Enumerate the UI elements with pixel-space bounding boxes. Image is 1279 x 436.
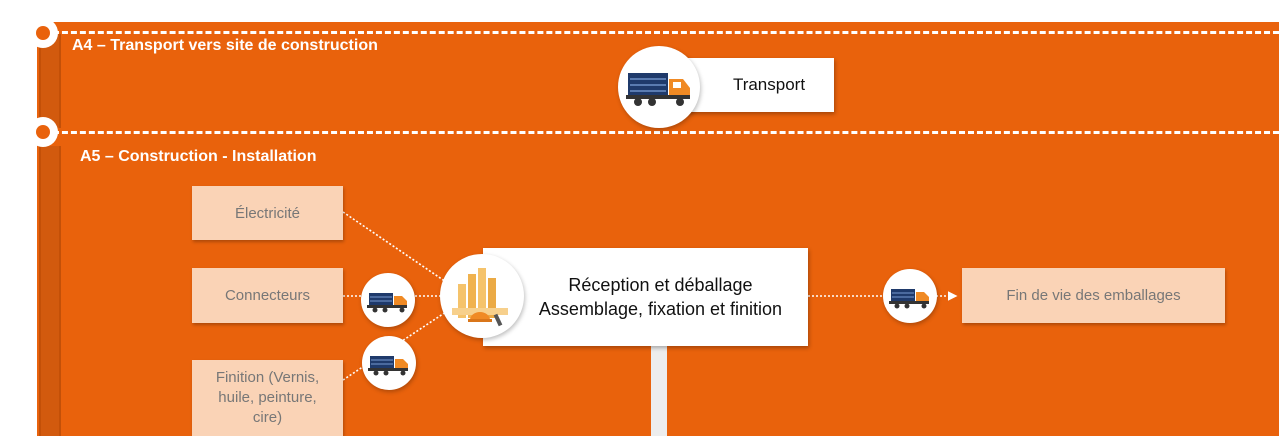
output-fin-de-vie-label: Fin de vie des emballages — [1006, 287, 1181, 304]
section-a5-divider — [44, 131, 1279, 134]
timeline-rail-a4 — [39, 34, 61, 128]
section-a5-title: A5 – Construction - Installation — [80, 148, 317, 165]
truck-icon-connecteurs — [361, 273, 415, 327]
input-connecteurs-label: Connecteurs — [224, 287, 311, 304]
truck-icon-output — [883, 269, 937, 323]
section-a4-divider — [44, 31, 1279, 34]
main-step-box: Réception et déballage Assemblage, fixat… — [483, 248, 808, 346]
main-step-line2: Assemblage, fixation et finition — [538, 299, 783, 319]
output-fin-de-vie: Fin de vie des emballages — [962, 268, 1225, 323]
input-finition-label: Finition (Vernis, huile, peinture, cire) — [215, 369, 320, 426]
transport-step-label: Transport — [732, 75, 806, 94]
truck-icon — [618, 46, 700, 128]
main-step-stem — [651, 346, 667, 436]
timeline-node-a4 — [28, 18, 58, 48]
timeline-rail-a5 — [39, 146, 61, 436]
timber-tools-icon — [440, 254, 524, 338]
main-step-line1: Réception et déballage — [568, 275, 753, 295]
input-electricite-label: Électricité — [234, 204, 301, 222]
input-electricite: Électricité — [192, 186, 343, 240]
section-a4-title: A4 – Transport vers site de construction — [72, 37, 378, 54]
truck-icon-finition — [362, 336, 416, 390]
input-connecteurs: Connecteurs — [192, 268, 343, 323]
timeline-node-a5 — [28, 117, 58, 147]
input-finition: Finition (Vernis, huile, peinture, cire) — [192, 360, 343, 436]
connector-electricite — [342, 211, 453, 287]
